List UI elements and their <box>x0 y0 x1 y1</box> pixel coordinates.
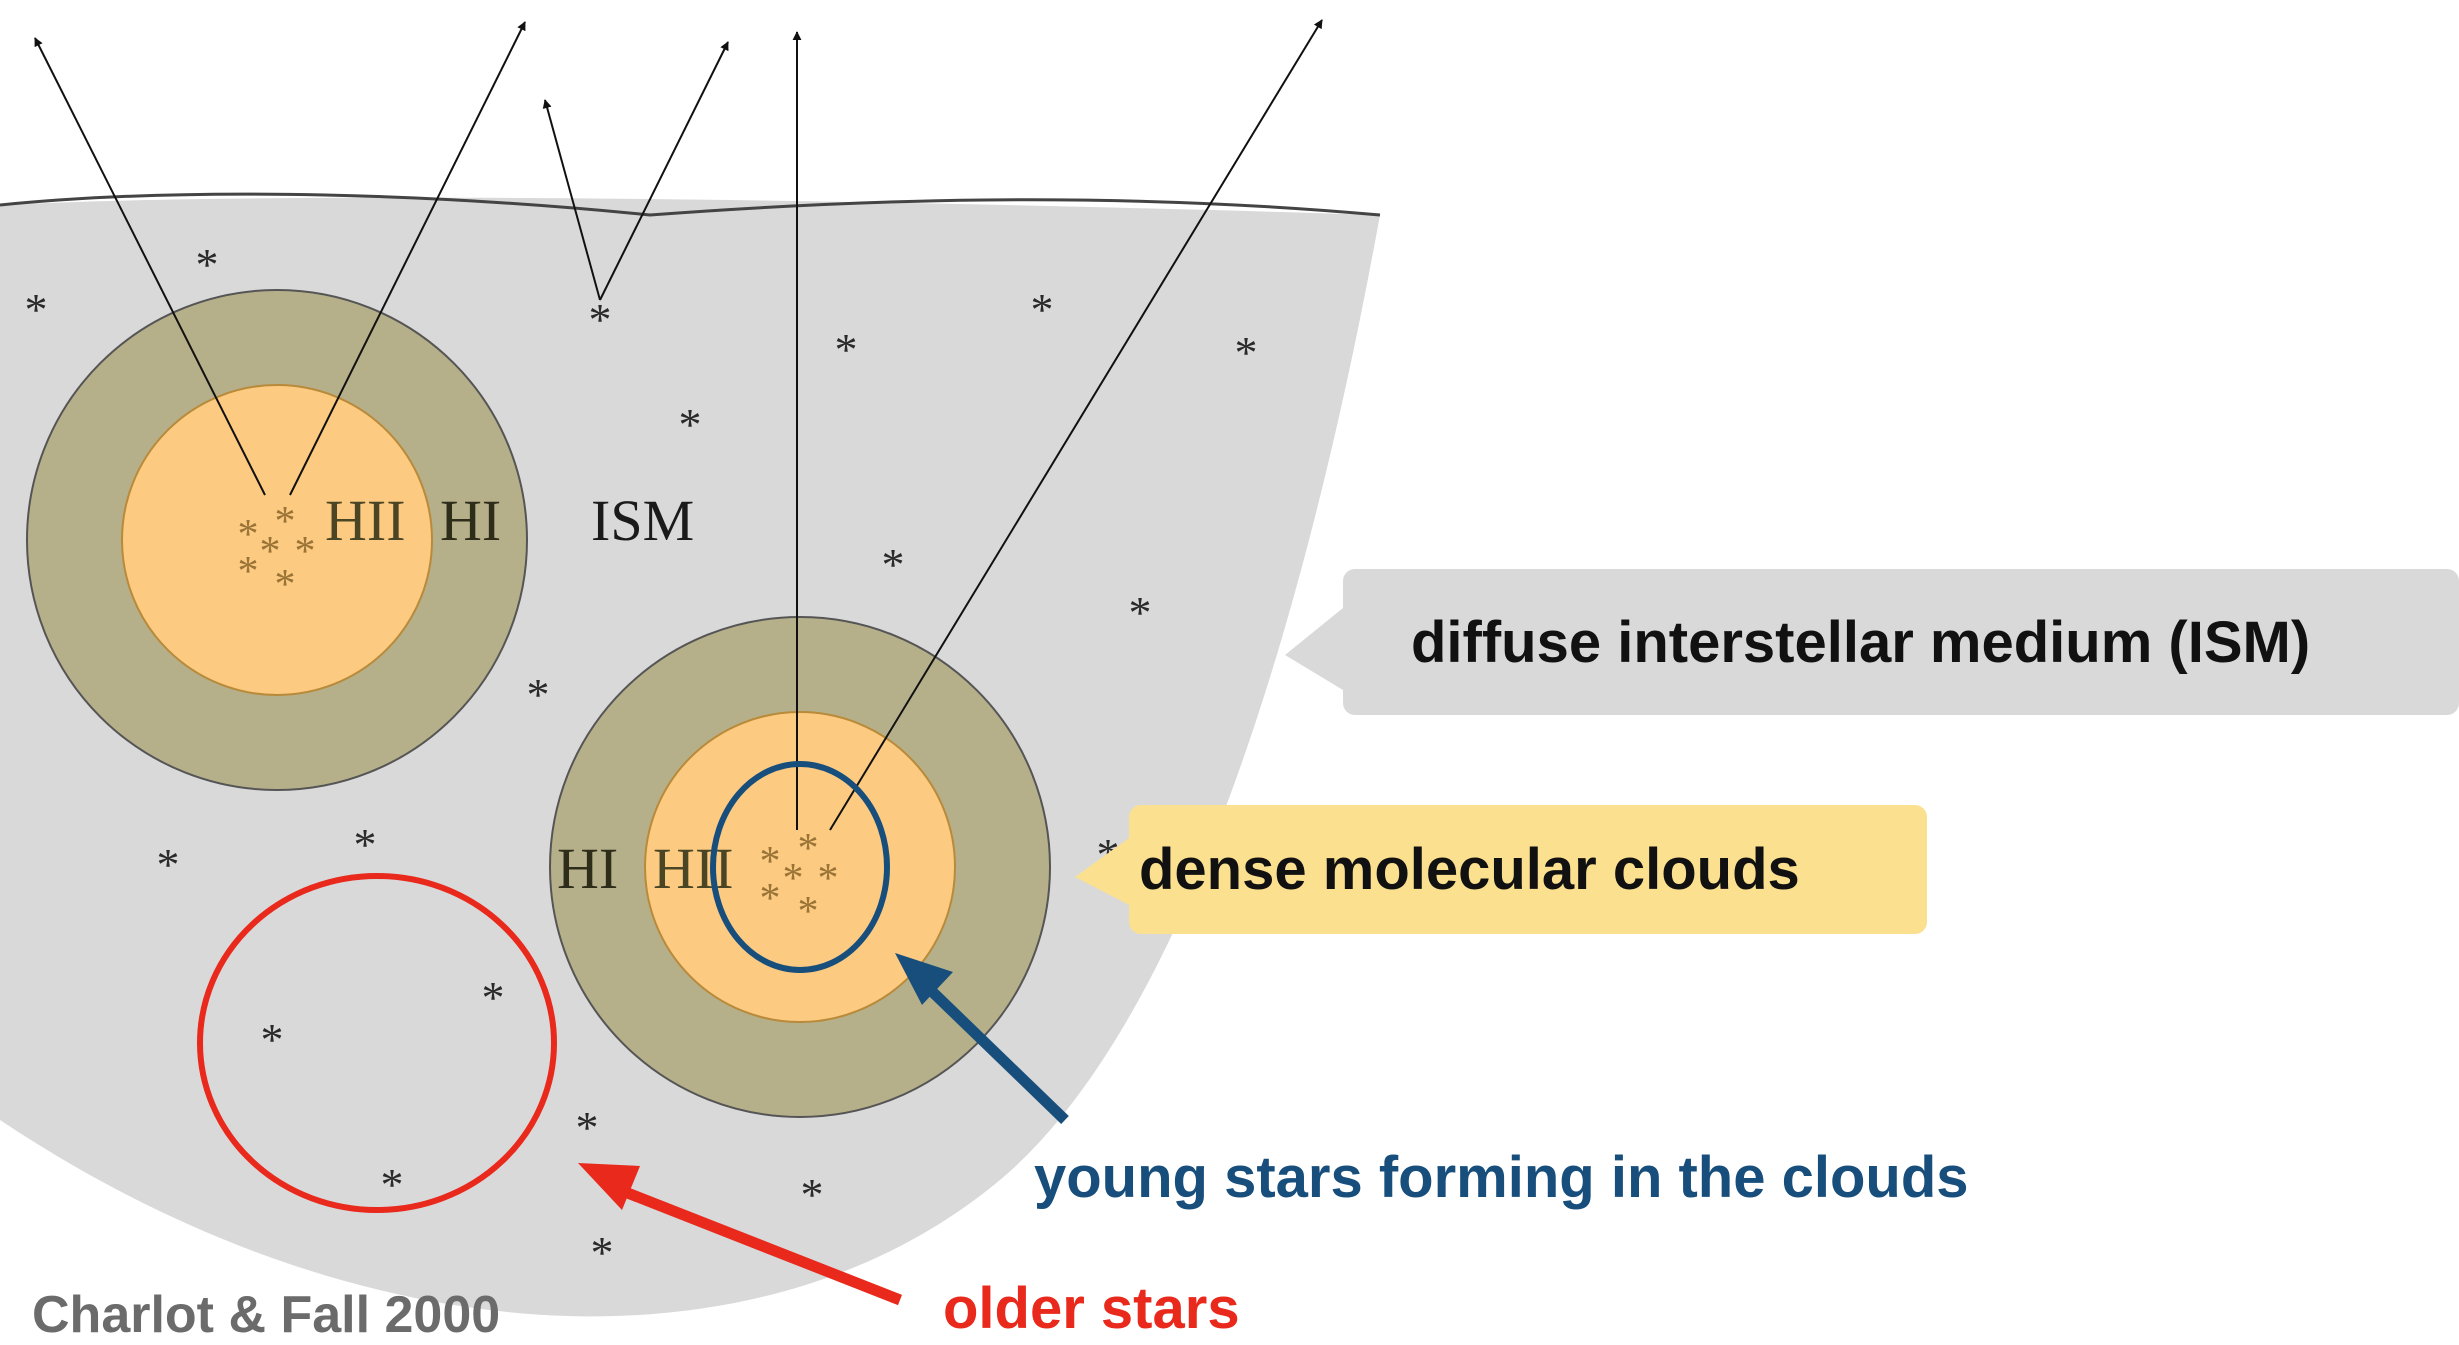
young-stars-arrow <box>911 971 1069 1124</box>
field-star: * <box>801 1169 824 1220</box>
field-star: * <box>882 539 905 590</box>
escape-arrow <box>542 99 601 301</box>
older-stars-arrow <box>617 1184 903 1306</box>
dense-clouds-callout-text: dense molecular clouds <box>1139 837 1800 902</box>
young-stars-arrowhead <box>895 953 953 1005</box>
field-star: * <box>591 1227 614 1278</box>
svg-text:*: * <box>238 549 259 595</box>
older-stars-label: older stars <box>943 1276 1240 1341</box>
young-stars-highlight <box>710 761 890 973</box>
svg-text:*: * <box>783 856 804 902</box>
hii-core-right <box>644 711 956 1023</box>
svg-text:*: * <box>238 512 259 558</box>
field-star: * <box>527 669 550 720</box>
field-star: * <box>381 1159 404 1210</box>
svg-text:*: * <box>818 856 839 902</box>
hi-label-right: HI <box>557 836 618 901</box>
field-star: * <box>157 839 180 890</box>
field-stars: * * * * * * * * * * * * * * * * * * * <box>25 239 1258 1278</box>
field-star: * <box>589 294 612 345</box>
clouds-callout-pointer <box>1075 838 1129 905</box>
field-star: * <box>25 284 48 335</box>
diffuse-ism-callout: diffuse interstellar medium (ISM) <box>1343 569 2459 715</box>
svg-text:*: * <box>295 529 316 575</box>
svg-text:*: * <box>798 889 819 935</box>
escape-arrow <box>829 19 1323 831</box>
escape-arrow <box>599 41 729 301</box>
young-stars-label: young stars forming in the clouds <box>1034 1145 1969 1210</box>
svg-text:*: * <box>275 562 296 608</box>
svg-text:*: * <box>760 876 781 922</box>
svg-text:*: * <box>798 826 819 872</box>
ism-callout-pointer <box>1285 608 1343 690</box>
escape-arrow <box>34 37 266 496</box>
star-cluster-left: * * * * * * <box>238 499 316 608</box>
ism-label: ISM <box>591 488 694 553</box>
diffuse-ism-callout-text: diffuse interstellar medium (ISM) <box>1411 609 2311 675</box>
field-star: * <box>261 1014 284 1065</box>
field-star: * <box>576 1102 599 1153</box>
citation-label: Charlot & Fall 2000 <box>32 1286 501 1344</box>
hii-label-left: HII <box>325 488 406 553</box>
field-star: * <box>1031 284 1054 335</box>
field-star: * <box>1235 327 1258 378</box>
svg-text:*: * <box>260 529 281 575</box>
hii-label-right: HII <box>653 836 734 901</box>
field-star: * <box>482 972 505 1023</box>
dense-clouds-callout: dense molecular clouds <box>1129 805 1927 934</box>
field-star: * <box>1129 587 1152 638</box>
svg-text:*: * <box>760 839 781 885</box>
field-star: * <box>354 819 377 870</box>
field-star: * <box>196 239 219 290</box>
escape-arrow <box>289 21 526 496</box>
older-stars-arrowhead <box>578 1163 640 1210</box>
hi-label-left: HI <box>440 488 501 553</box>
older-stars-highlight <box>197 873 557 1213</box>
field-star: * <box>679 399 702 450</box>
field-star: * <box>835 324 858 375</box>
svg-text:*: * <box>275 499 296 545</box>
hii-core-left <box>121 384 433 696</box>
ism-surface-line <box>0 192 1381 217</box>
star-cluster-right: * * * * * * <box>760 826 839 935</box>
